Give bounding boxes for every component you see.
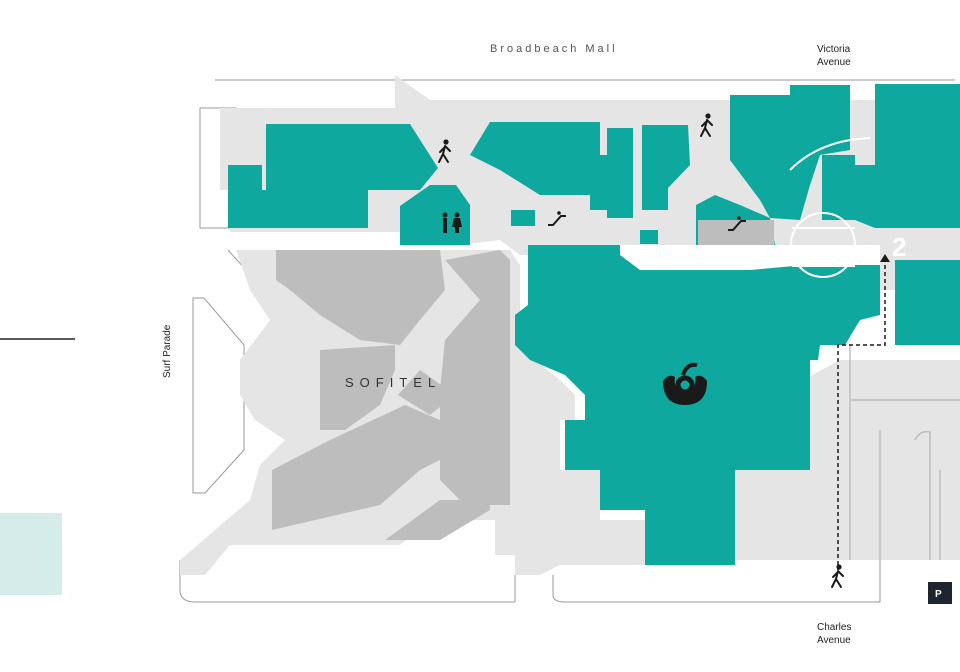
entrance-number: 2 xyxy=(892,232,906,262)
surf-parade-island xyxy=(192,297,245,494)
store-east xyxy=(895,260,960,345)
store-toilet-block xyxy=(400,185,470,245)
woolworths-supermarket xyxy=(515,245,880,565)
woolworths-logo-icon xyxy=(663,362,707,405)
sofitel-hotel xyxy=(272,250,510,540)
store-north-west-a xyxy=(266,124,438,198)
street-victoria-avenue-1: Victoria xyxy=(817,44,851,55)
car-park xyxy=(849,345,960,560)
walking-person-icon xyxy=(438,139,451,163)
escalator-icon xyxy=(548,211,566,226)
toilets-icon xyxy=(442,212,462,233)
route-arrow xyxy=(880,254,890,262)
bottom-road-outline xyxy=(552,560,881,603)
svg-text:P: P xyxy=(935,589,942,600)
entrance-arc xyxy=(789,137,871,171)
stores xyxy=(228,84,960,565)
store-north-west-b xyxy=(228,165,368,228)
walking-person-icon xyxy=(700,113,713,137)
street-victoria-avenue-2: Avenue xyxy=(817,57,851,68)
entrance-circle-upper xyxy=(790,212,856,278)
store-north-east-b xyxy=(855,84,960,228)
escalator-patch xyxy=(698,220,774,245)
street-charles-avenue-2: Avenue xyxy=(817,635,851,646)
store-north-mid-a xyxy=(470,122,620,210)
store-north-east-c xyxy=(822,155,855,220)
street-charles-avenue-1: Charles xyxy=(817,622,851,633)
store-north-east-a xyxy=(730,85,850,220)
hotel-label: SOFITEL xyxy=(345,375,441,390)
street-broadbeach-mall: Broadbeach Mall xyxy=(490,43,618,55)
walking-route xyxy=(837,258,886,570)
store-small-b xyxy=(640,230,658,244)
street-surf-parade: Surf Parade xyxy=(162,324,173,378)
store-small-a xyxy=(511,210,535,226)
pattern-swatch xyxy=(0,513,62,595)
parking-icon: P xyxy=(928,582,952,604)
escalator-icon xyxy=(728,216,746,231)
store-north-mid-c xyxy=(642,125,690,210)
walking-person-icon xyxy=(831,564,844,588)
store-north-mid-b xyxy=(607,128,633,218)
